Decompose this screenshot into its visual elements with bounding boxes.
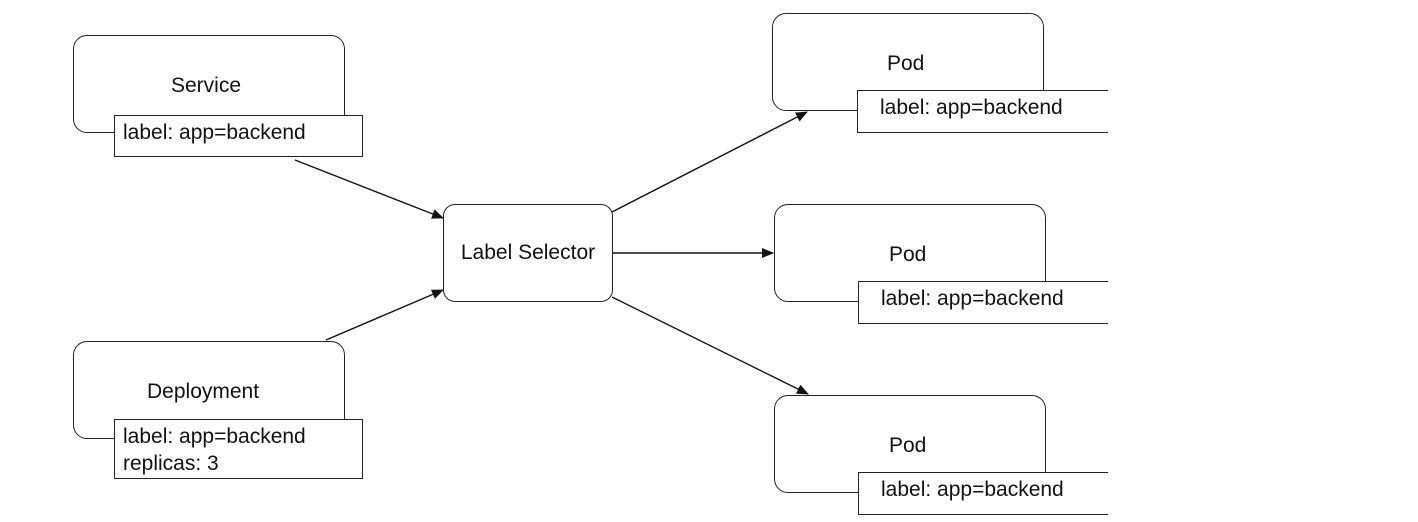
pod-2-label-text: label: app=backend	[881, 287, 1064, 310]
label-selector-node[interactable]: Label Selector	[443, 204, 613, 302]
pod-2-title: Pod	[889, 243, 927, 266]
pod-1-label-text: label: app=backend	[880, 96, 1063, 119]
service-label-text: label: app=backend	[123, 121, 306, 144]
deployment-label-text: label: app=backend	[123, 425, 306, 448]
service-title: Service	[171, 74, 242, 97]
label-selector-title: Label Selector	[460, 241, 596, 264]
pod-3-label-text: label: app=backend	[881, 478, 1064, 501]
pod-3-label-tag: label: app=backend	[858, 472, 1108, 515]
arrow-selector-to-pod-1	[611, 111, 808, 213]
pod-1-label-tag: label: app=backend	[857, 90, 1108, 133]
pod-3-title: Pod	[889, 434, 927, 457]
arrow-selector-to-pod-3	[611, 296, 809, 395]
arrow-service-to-selector	[294, 159, 444, 219]
pod-1-title: Pod	[887, 52, 925, 75]
arrow-deployment-to-selector	[325, 289, 444, 341]
deployment-label-tag: label: app=backend replicas: 3	[114, 419, 363, 479]
service-label-tag: label: app=backend	[114, 115, 363, 157]
deployment-title: Deployment	[147, 380, 260, 403]
deployment-replicas-text: replicas: 3	[123, 452, 219, 475]
pod-2-label-tag: label: app=backend	[858, 281, 1108, 324]
